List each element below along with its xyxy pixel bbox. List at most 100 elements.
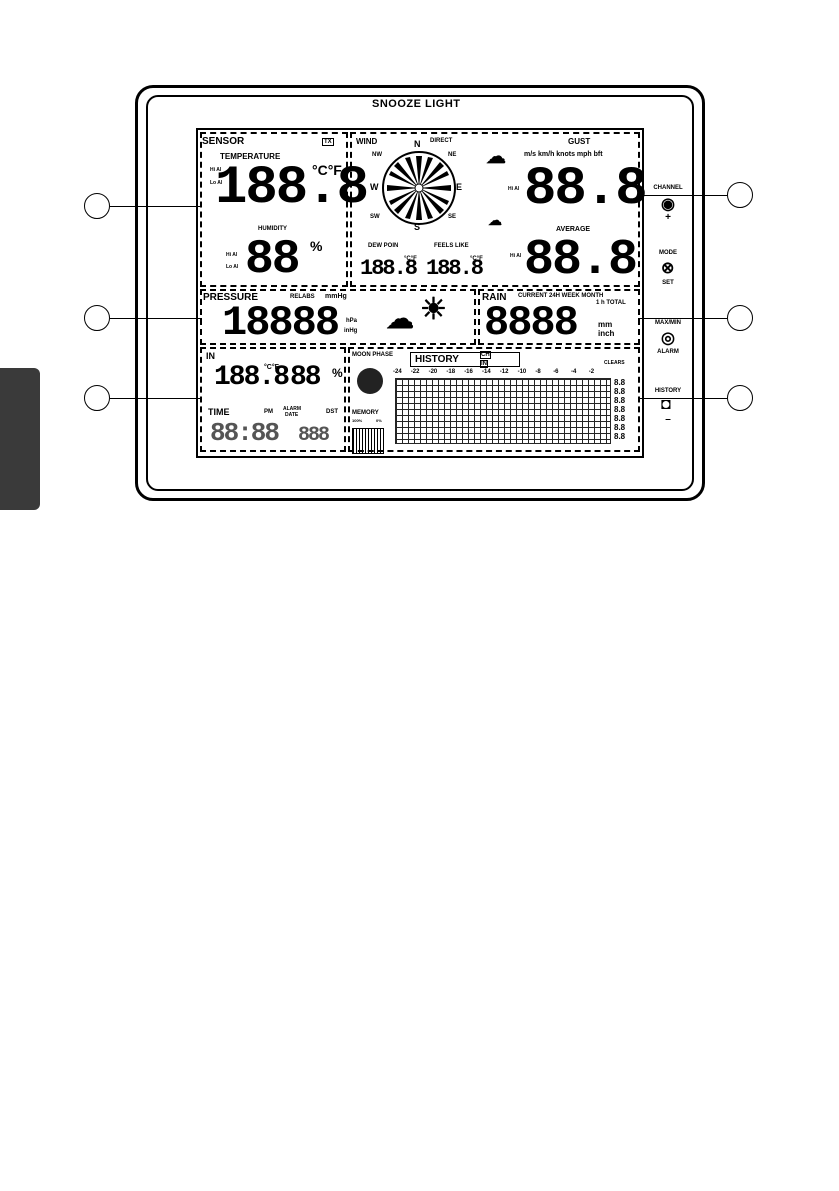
- history-tick: -2: [588, 369, 595, 375]
- callout-line: [638, 195, 727, 196]
- in-label: IN: [480, 360, 488, 368]
- wind-units: m/s km/h knots mph bft: [524, 151, 603, 158]
- dst-label: DST: [326, 409, 338, 415]
- device-frame: [135, 85, 705, 501]
- sensor-hum-hi: Hi Al: [226, 252, 238, 258]
- pressure-title: PRESSURE: [203, 292, 259, 303]
- memory-bar: [352, 428, 384, 454]
- set-label: SET: [662, 280, 674, 286]
- device-bezel: [146, 95, 694, 491]
- wind-nw: NW: [372, 152, 382, 158]
- avg-hi: Hi Al: [510, 253, 522, 259]
- seconds-digits: 888: [298, 424, 330, 447]
- brand-logo: SNOOZE LIGHT: [372, 98, 461, 110]
- indoor-hum: 88: [290, 362, 322, 393]
- inhg-label: inHg: [344, 328, 358, 334]
- memory-title: MEMORY: [352, 410, 379, 416]
- history-grid: [395, 378, 611, 444]
- gust-label: GUST: [568, 137, 591, 146]
- alarm-label: ALARM: [283, 406, 302, 412]
- callout-line: [110, 318, 202, 319]
- feels-like-label: FEELS LIKE: [434, 243, 469, 249]
- callout-circle: [727, 385, 753, 411]
- history-tick: -24: [393, 369, 402, 375]
- date-label: DATE: [285, 412, 299, 418]
- history-tick: -12: [499, 369, 509, 375]
- mode-button[interactable]: ⊗: [661, 260, 675, 277]
- maxmin-button[interactable]: ◎: [661, 330, 675, 347]
- sensor-title: SENSOR: [202, 136, 245, 147]
- rain-inch: inch: [598, 329, 615, 338]
- feels-units: °C°F: [470, 256, 483, 262]
- rain-mm: mm: [598, 320, 613, 329]
- callout-line: [110, 206, 202, 207]
- moon-title: MOON PHASE: [352, 352, 394, 358]
- sensor-section: [200, 132, 348, 287]
- wave-icon: ☁: [488, 212, 502, 228]
- history-tick: -20: [428, 369, 438, 375]
- history-tick: -14: [482, 369, 491, 375]
- history-scale-value: 8.8: [614, 396, 626, 405]
- moon-icon: [357, 368, 383, 394]
- pressure-value: 18888: [222, 299, 340, 347]
- rain-section: [478, 289, 640, 345]
- indoor-time-section: [200, 347, 346, 452]
- weather-cloud-icon: ☁: [486, 146, 506, 168]
- wind-ne: NE: [448, 152, 457, 158]
- section-tab: [0, 368, 40, 510]
- wind-w: W: [370, 182, 379, 192]
- pm-label: PM: [264, 409, 273, 415]
- sensor-hum-lo: Lo Al: [226, 264, 239, 270]
- history-scale-value: 8.8: [614, 405, 626, 414]
- indoor-temp: 188.8: [214, 362, 290, 393]
- feels-value: 188.8: [426, 256, 484, 281]
- lcd-screen: [196, 128, 644, 458]
- wind-direct: DIRECT: [430, 138, 453, 144]
- history-button-label: HISTORY: [654, 388, 682, 394]
- wind-compass: [382, 151, 456, 225]
- dew-point-label: DEW POIN: [368, 243, 399, 249]
- average-label: AVERAGE: [556, 226, 591, 233]
- callout-line: [110, 398, 202, 399]
- rain-title: RAIN: [482, 292, 507, 303]
- callout-circle: [84, 385, 110, 411]
- history-scale-value: 8.8: [614, 378, 626, 387]
- forecast-cloud-icon: ☁: [386, 303, 414, 334]
- memory-empty: 0%: [376, 418, 382, 423]
- channel-button[interactable]: ◉: [661, 196, 675, 213]
- indoor-title: IN: [206, 351, 215, 361]
- history-tick: -18: [446, 369, 456, 375]
- wind-e: E: [456, 182, 463, 192]
- indoor-units: °C°F: [264, 364, 279, 371]
- humidity-label: HUMIDITY: [258, 226, 287, 232]
- minus-label: –: [665, 414, 671, 425]
- dew-value: 188.8: [360, 256, 418, 281]
- avg-value: 88.8: [524, 232, 638, 289]
- wind-sw: SW: [370, 214, 380, 220]
- history-tick: -10: [517, 369, 527, 375]
- time-digits: 88:88: [210, 418, 280, 448]
- callout-line: [638, 318, 727, 319]
- history-scale-value: 8.8: [614, 423, 626, 432]
- callout-line: [638, 398, 727, 399]
- rain-value: 8888: [484, 299, 579, 347]
- alarm-button-label: ALARM: [657, 349, 679, 355]
- wind-s: S: [414, 222, 421, 232]
- sensor-temp-hi: Hi Al: [210, 167, 222, 173]
- history-tick: -8: [535, 369, 541, 375]
- callout-circle: [84, 193, 110, 219]
- history-section: [348, 347, 640, 452]
- pressure-section: [200, 289, 476, 345]
- gust-value: 88.8: [524, 159, 648, 220]
- rain-total: 1 h TOTAL: [596, 300, 626, 306]
- forecast-sun-icon: ☀: [420, 293, 447, 326]
- history-button[interactable]: ◘: [661, 396, 671, 413]
- plus-label: +: [665, 212, 671, 223]
- dew-units: °C°F: [404, 256, 417, 262]
- history-tick: -16: [464, 369, 473, 375]
- rain-modes: CURRENT 24H WEEK MONTH: [518, 293, 604, 299]
- history-tick: -22: [410, 369, 420, 375]
- sensor-hum-value: 88: [245, 233, 301, 287]
- hum-unit: %: [310, 238, 323, 254]
- history-scale-value: 8.8: [614, 432, 626, 441]
